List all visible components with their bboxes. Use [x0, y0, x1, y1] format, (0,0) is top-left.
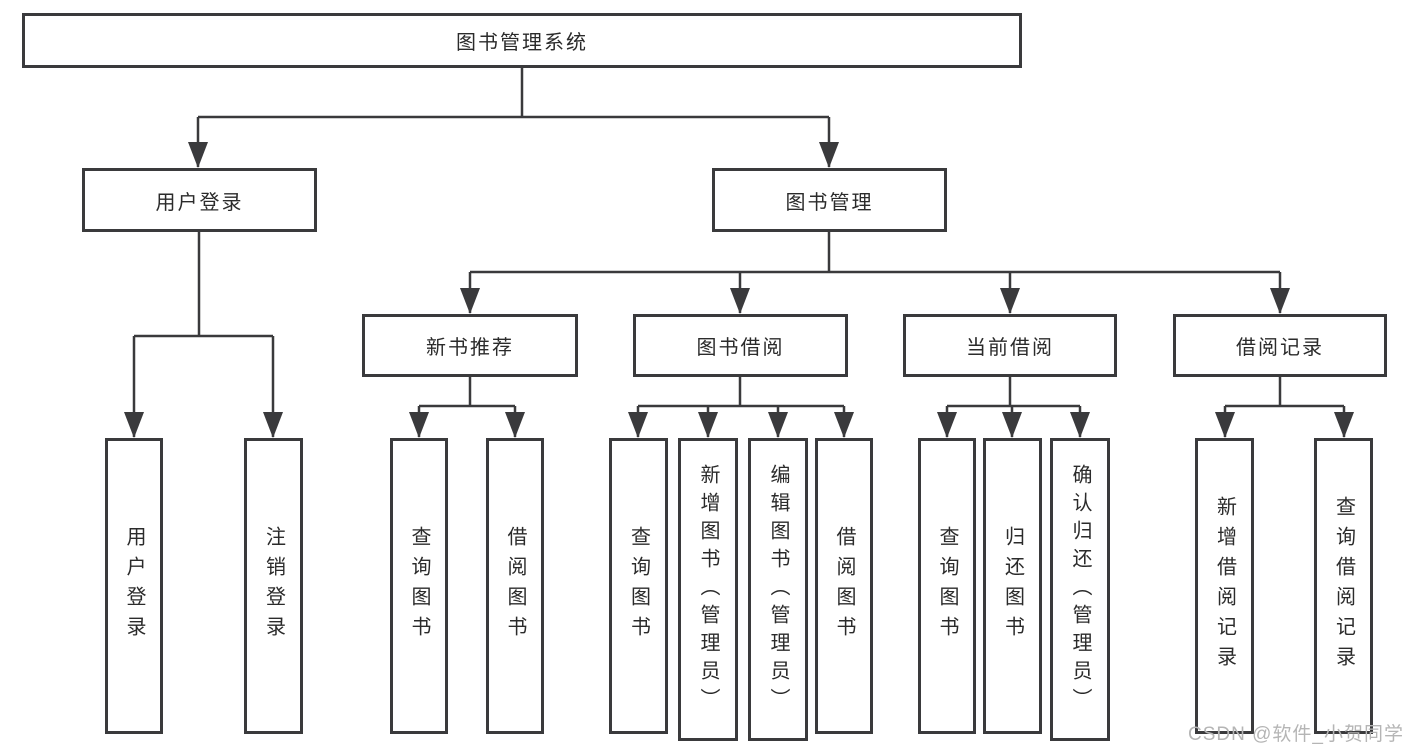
node-book-management: 图书管理	[712, 168, 947, 232]
leaf-add-borrow-record: 新增借阅记录	[1195, 438, 1254, 734]
leaf-borrow-books-recommend: 借阅图书	[486, 438, 544, 734]
edges-borrow	[628, 377, 854, 438]
node-book-management-label: 图书管理	[785, 191, 874, 214]
leaf-borrow-books-label: 借阅图书	[833, 526, 855, 646]
leaf-borrow-books-recommend-label: 借阅图书	[504, 526, 526, 646]
leaf-add-book-admin: 新增图书（管理员）	[678, 438, 738, 741]
node-borrowing-records: 借阅记录	[1173, 314, 1387, 377]
leaf-return-book-label: 归还图书	[1001, 526, 1024, 646]
node-new-book-recommend: 新书推荐	[362, 314, 578, 377]
edges-recommend	[409, 377, 525, 438]
node-current-borrowing-label: 当前借阅	[966, 337, 1054, 359]
leaf-logout-label: 注销登录	[262, 526, 285, 646]
edges-user-login	[124, 232, 283, 438]
leaf-add-borrow-record-label: 新增借阅记录	[1213, 496, 1236, 676]
node-borrowing-records-label: 借阅记录	[1236, 337, 1324, 359]
leaf-query-books-recommend-label: 查询图书	[408, 526, 430, 646]
node-new-book-recommend-label: 新书推荐	[426, 337, 514, 359]
leaf-query-books-borrow-label: 查询图书	[627, 526, 650, 646]
node-book-borrowing-label: 图书借阅	[696, 337, 785, 359]
leaf-query-books-current-label: 查询图书	[936, 526, 958, 646]
leaf-user-login-label: 用户登录	[123, 526, 145, 646]
node-user-login-group-label: 用户登录	[155, 191, 244, 214]
node-library-system-label: 图书管理系统	[456, 32, 588, 54]
edges-current	[937, 377, 1090, 438]
leaf-edit-book-admin-label: 编辑图书（管理员）	[767, 463, 789, 716]
leaf-edit-book-admin: 编辑图书（管理员）	[748, 438, 808, 741]
leaf-confirm-return-admin: 确认归还（管理员）	[1050, 438, 1110, 741]
edges-records	[1215, 377, 1354, 438]
leaf-user-login: 用户登录	[105, 438, 163, 734]
leaf-query-books-borrow: 查询图书	[609, 438, 668, 734]
node-user-login-group: 用户登录	[82, 168, 317, 232]
node-library-system: 图书管理系统	[22, 13, 1022, 68]
node-current-borrowing: 当前借阅	[903, 314, 1117, 377]
leaf-confirm-return-admin-label: 确认归还（管理员）	[1069, 463, 1091, 716]
edges-root	[188, 68, 839, 168]
node-book-borrowing: 图书借阅	[633, 314, 848, 377]
leaf-logout: 注销登录	[244, 438, 303, 734]
leaf-query-books-current: 查询图书	[918, 438, 976, 734]
leaf-query-borrow-record: 查询借阅记录	[1314, 438, 1373, 734]
watermark-text: CSDN @软件_小贺同学	[1188, 724, 1404, 745]
edges-book-management	[460, 232, 1290, 314]
leaf-return-book: 归还图书	[983, 438, 1042, 734]
leaf-query-borrow-record-label: 查询借阅记录	[1332, 496, 1355, 676]
leaf-borrow-books: 借阅图书	[815, 438, 873, 734]
leaf-add-book-admin-label: 新增图书（管理员）	[697, 463, 719, 716]
leaf-query-books-recommend: 查询图书	[390, 438, 448, 734]
